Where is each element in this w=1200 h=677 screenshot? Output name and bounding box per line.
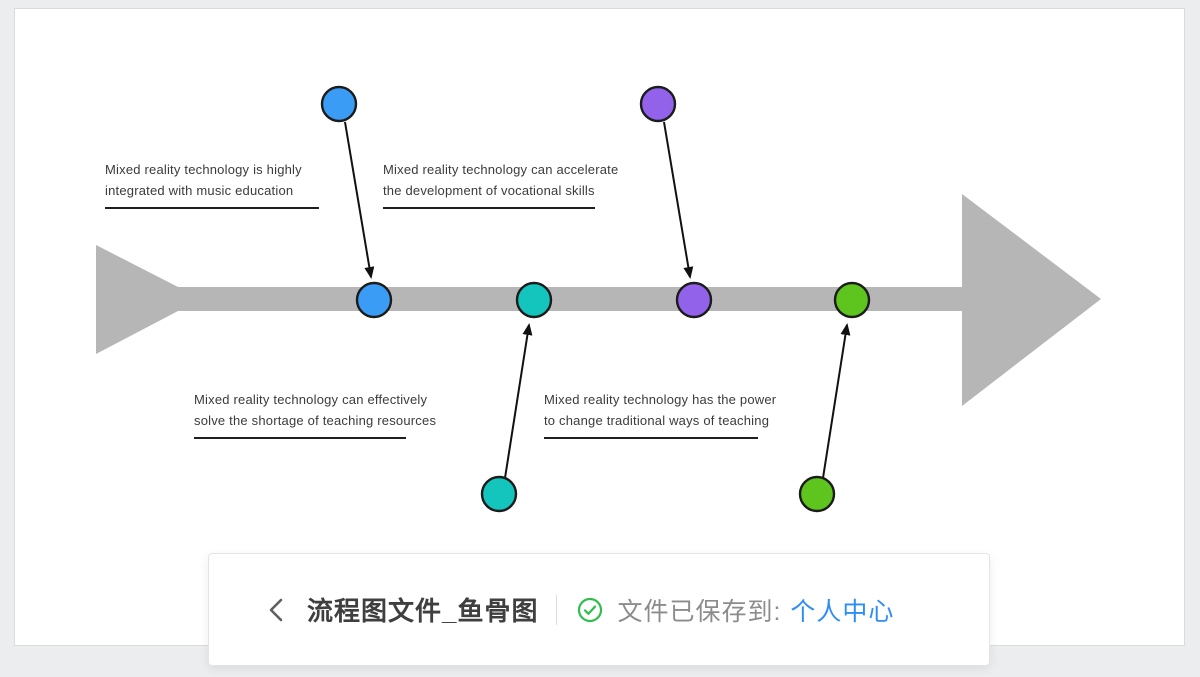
annotation-music-education: Mixed reality technology is highly integ… (105, 159, 319, 209)
annotation-ways-of-teaching: Mixed reality technology has the power t… (544, 389, 776, 439)
annotation-vocational-skills: Mixed reality technology can accelerate … (383, 159, 618, 209)
node-blue-top (320, 85, 358, 123)
annotation-underline (194, 437, 406, 439)
check-circle-icon (578, 597, 603, 622)
timeline-arrow-head (962, 194, 1101, 406)
timeline-arrow-shaft (178, 287, 962, 311)
annotation-underline (105, 207, 319, 209)
annotation-text-line: Mixed reality technology can effectively (194, 392, 428, 407)
diagram-canvas: Mixed reality technology is highly integ… (14, 8, 1185, 646)
timeline-arrow-tail (96, 245, 178, 354)
bottom-toolbar: 流程图文件_鱼骨图 文件已保存到: 个人中心 (208, 553, 990, 666)
annotation-text-line: to change traditional ways of teaching (544, 413, 770, 428)
node-teal-bottom (480, 475, 518, 513)
connector-green (822, 323, 851, 479)
save-status: 文件已保存到: 个人中心 (577, 592, 894, 628)
back-button[interactable] (265, 595, 287, 625)
fishbone-diagram (96, 85, 1101, 513)
document-title: 流程图文件_鱼骨图 (307, 596, 539, 626)
annotation-text-line: the development of vocational skills (383, 183, 595, 198)
personal-center-link[interactable]: 个人中心 (790, 597, 895, 626)
chevron-left-icon (269, 598, 283, 621)
annotation-text-line: Mixed reality technology is highly (105, 162, 302, 177)
save-status-text: 文件已保存到: (617, 597, 782, 626)
toolbar-divider (556, 594, 558, 625)
node-blue-on-line (355, 281, 393, 319)
annotation-underline (544, 437, 758, 439)
node-green-bottom (798, 475, 836, 513)
connector-purple (663, 121, 694, 279)
node-purple-top (639, 85, 677, 123)
annotation-text-line: integrated with music education (105, 183, 294, 198)
node-teal-on-line (515, 281, 553, 319)
node-purple-on-line (675, 281, 713, 319)
annotation-underline (383, 207, 595, 209)
timeline-arrow (96, 194, 1101, 406)
node-green-on-line (833, 281, 871, 319)
connector-teal (504, 323, 533, 479)
annotation-text-line: Mixed reality technology has the power (544, 392, 777, 407)
annotation-text-line: solve the shortage of teaching resources (194, 413, 437, 428)
annotation-teaching-resources: Mixed reality technology can effectively… (194, 389, 436, 439)
connector-blue (344, 121, 375, 279)
annotation-text-line: Mixed reality technology can accelerate (383, 162, 619, 177)
